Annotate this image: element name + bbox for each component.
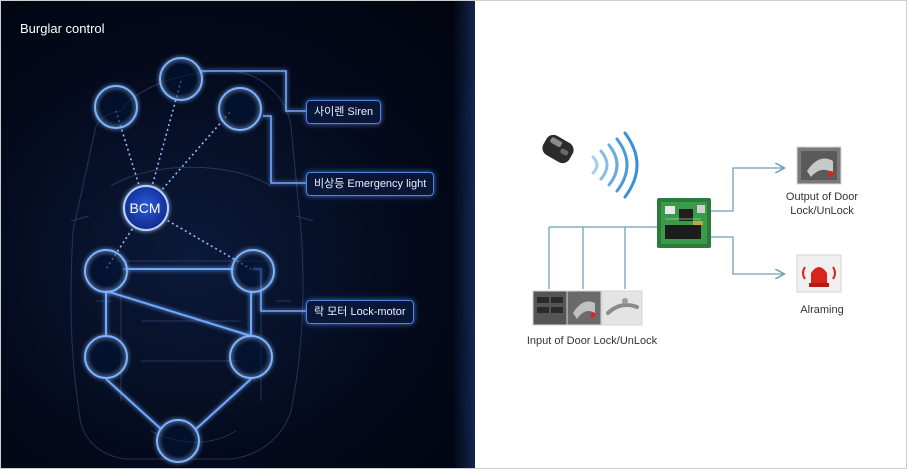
control-module-icon [657, 198, 711, 248]
alarm-icon [796, 254, 842, 293]
siren-circle [159, 57, 203, 101]
trunk-circle [156, 419, 200, 463]
component-circles [84, 57, 275, 463]
siren-label: 사이렌 Siren [306, 100, 382, 124]
door-lock-output-icon [796, 146, 842, 185]
panel-edge-glow [453, 1, 475, 468]
outer-handle-input-icon [601, 290, 643, 326]
lock-motor-front-left-circle [84, 249, 128, 293]
output-arrows [711, 168, 783, 274]
right-panel: Output of Door Lock/UnLock Alraming Inpu… [475, 1, 906, 468]
wireless-signal-icon [591, 131, 639, 199]
panel-title: Burglar control [20, 21, 105, 36]
door-handle-input-icon [566, 290, 602, 326]
lock-motor-rear-left-circle [84, 335, 128, 379]
emergency-light-label: 비상등 Emergency light [306, 172, 435, 196]
signal-diagram [532, 131, 842, 326]
network-lines [105, 268, 252, 430]
emergency-light-left-circle [94, 85, 138, 129]
input-bus-lines [548, 226, 657, 289]
door-switch-input-icon [532, 290, 568, 326]
output-door-label-line1: Output of Door [785, 191, 859, 203]
key-fob-icon [542, 134, 574, 164]
lock-motor-rear-right-circle [229, 335, 273, 379]
input-door-label: Input of Door Lock/UnLock [526, 335, 658, 347]
emergency-light-right-circle [218, 87, 262, 131]
lock-motor-front-right-circle [231, 249, 275, 293]
alarm-label: Alraming [800, 304, 844, 316]
lock-motor-label: 락 모터 Lock-motor [306, 300, 414, 324]
car-schematic [70, 57, 314, 463]
bcm-node [123, 185, 169, 231]
output-door-label-line2: Lock/UnLock [790, 205, 854, 217]
bcm-label: BCM [129, 200, 161, 216]
left-panel: Burglar control BCM 사이렌 Siren 비상등 Emerge… [1, 1, 475, 468]
